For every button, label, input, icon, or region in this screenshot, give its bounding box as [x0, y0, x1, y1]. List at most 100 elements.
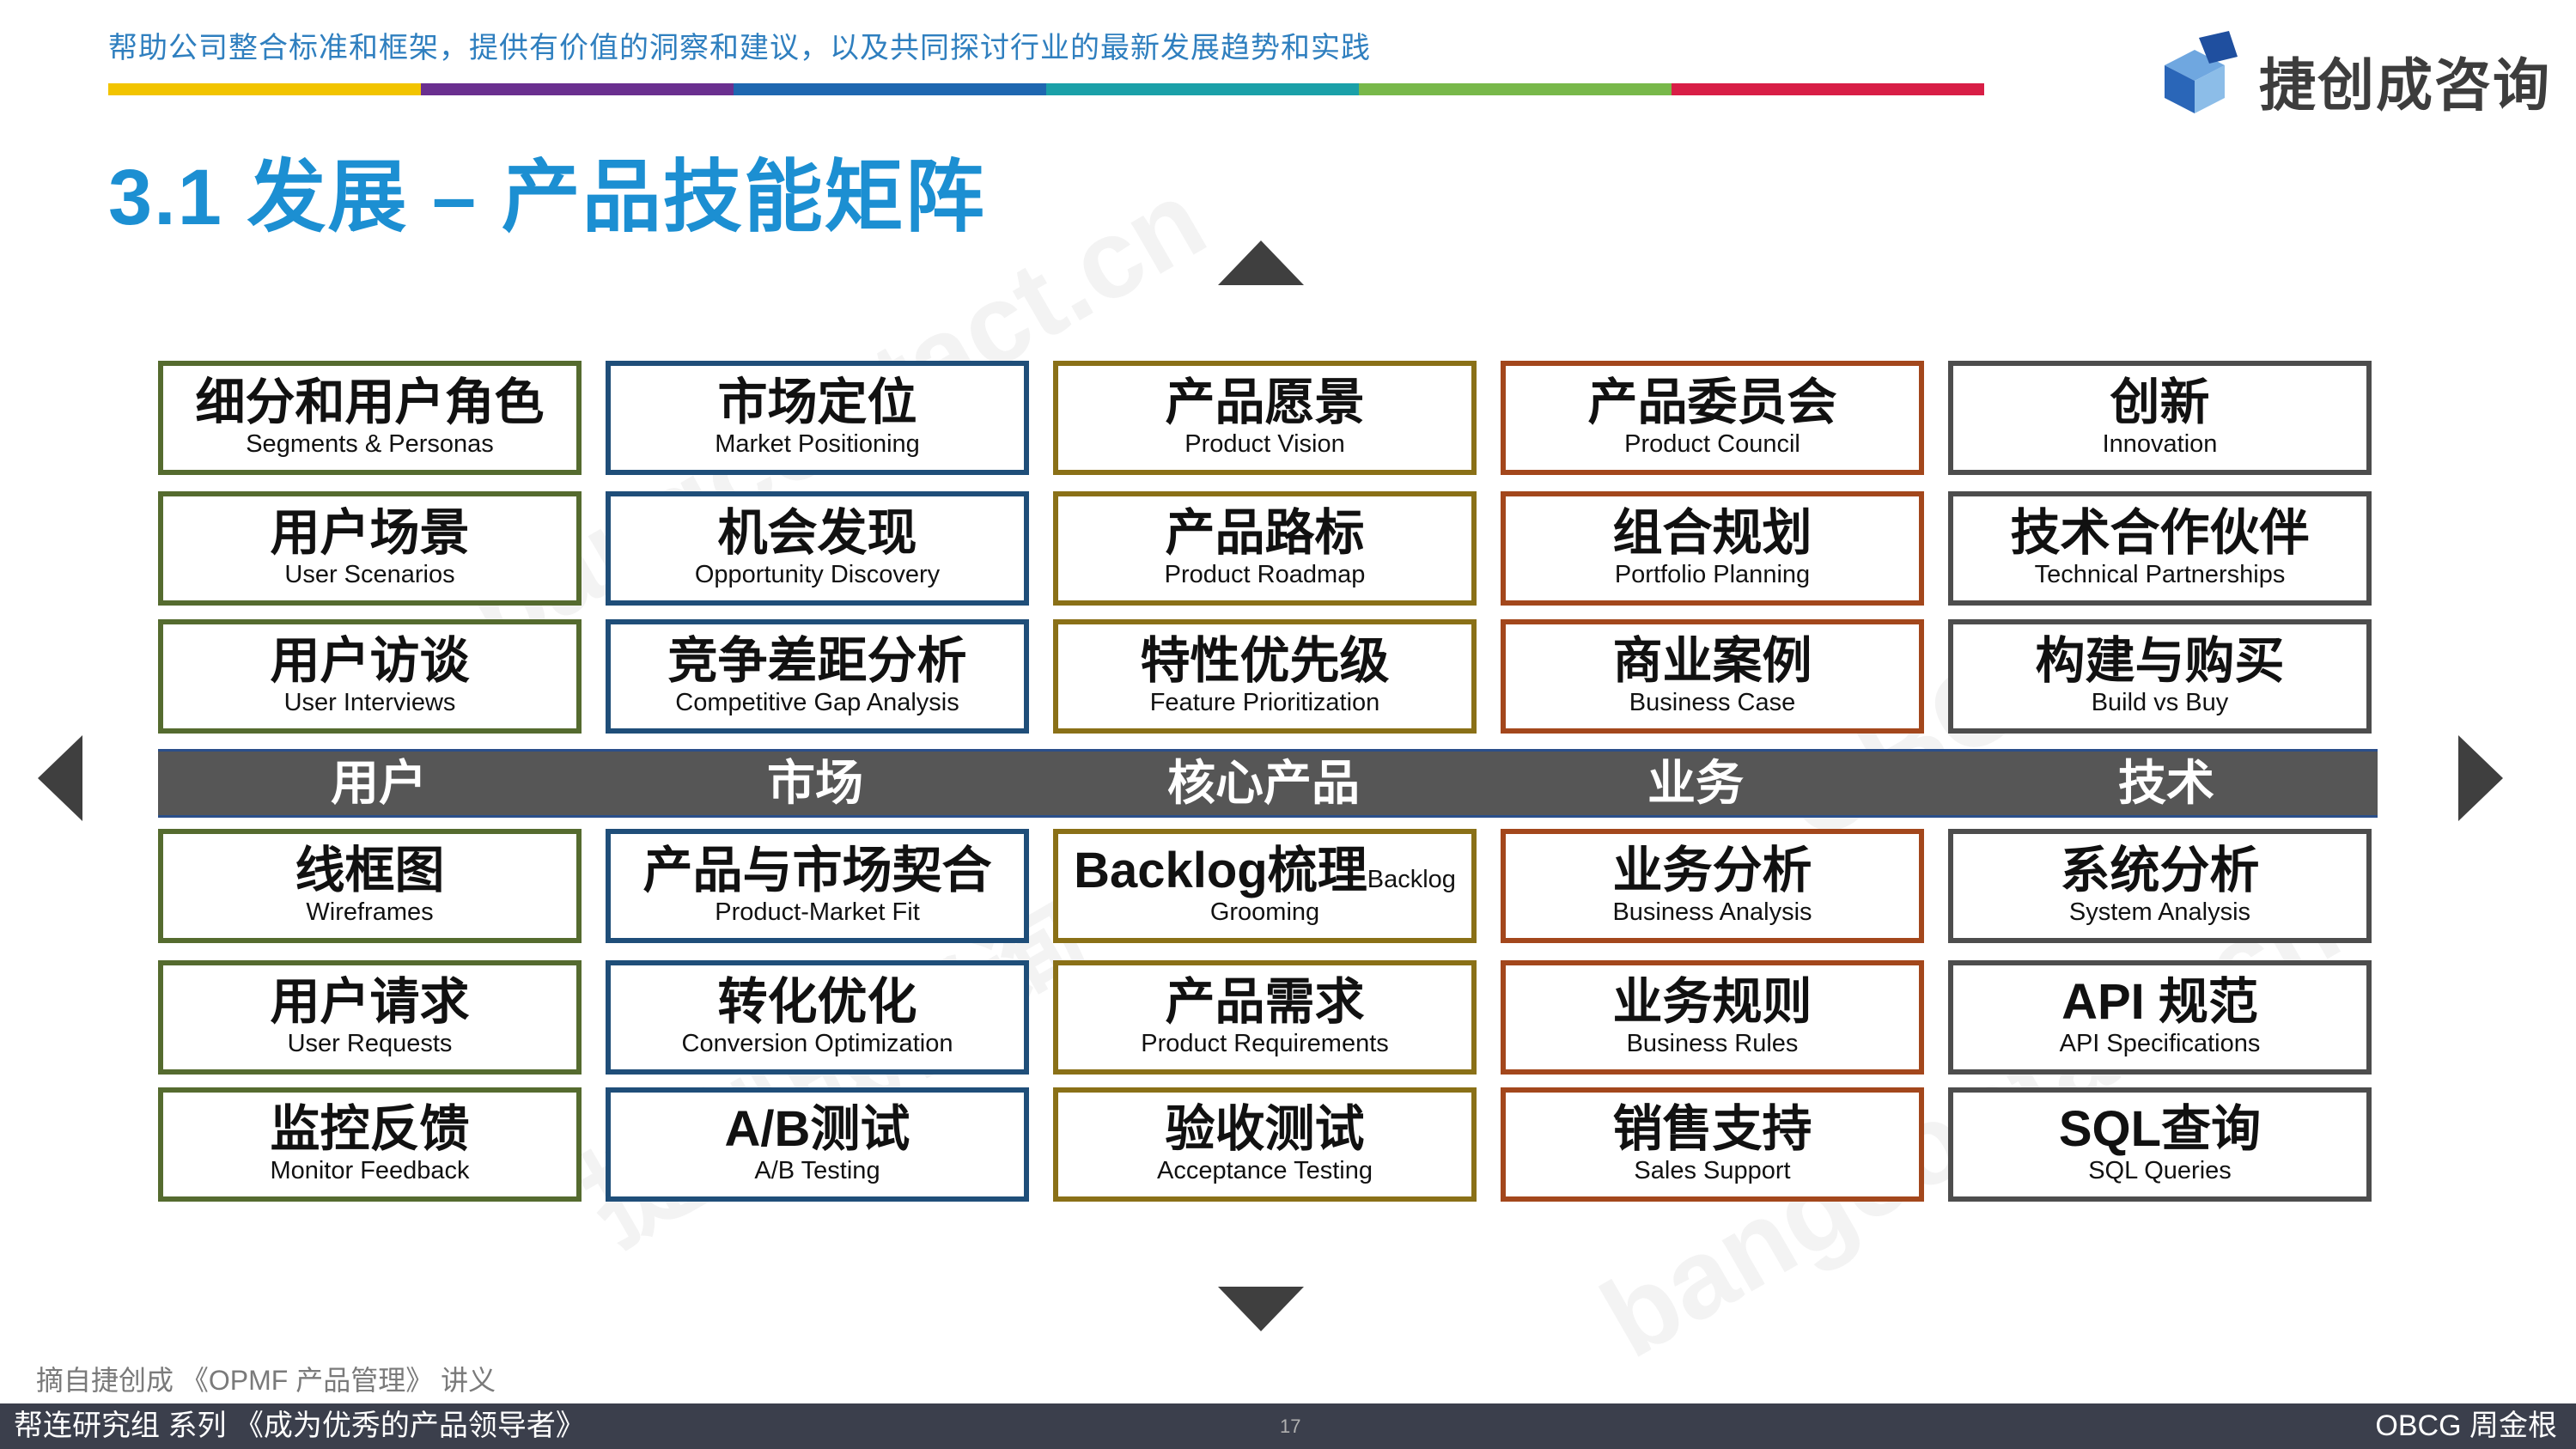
skill-name-cn: 技术合作伙伴 [2010, 504, 2310, 561]
skill-name-cn: SQL查询 [2059, 1102, 2261, 1157]
page-number: 17 [1280, 1416, 1301, 1437]
skill-name-cn: Backlog梳理Backlog [1074, 843, 1456, 898]
skill-name-cn-text: 产品需求 [1165, 973, 1365, 1030]
skill-name-en: Acceptance Testing [1157, 1157, 1373, 1185]
color-bar-segment [1359, 83, 1672, 95]
skill-name-cn-text: 产品委员会 [1587, 374, 1837, 430]
source-note: 摘自捷创成 《OPMF 产品管理》 讲义 [36, 1365, 496, 1396]
skill-name-cn: 产品愿景 [1165, 374, 1365, 430]
skill-name-en: Wireframes [306, 898, 434, 927]
axis-label-technology: 技术 [2118, 756, 2214, 810]
skill-name-en: Feature Prioritization [1149, 689, 1380, 717]
skill-name-en: Portfolio Planning [1614, 561, 1811, 589]
skill-name-cn-text: 产品路标 [1165, 504, 1365, 561]
color-bar-segment [421, 83, 734, 95]
color-bar-segment [1672, 83, 1984, 95]
skill-name-en: A/B Testing [754, 1157, 880, 1185]
skill-name-en: Product Roadmap [1164, 561, 1366, 589]
down-arrow-icon [1218, 1287, 1304, 1331]
skill-name-en: Sales Support [1634, 1157, 1791, 1185]
skill-name-cn-text: 用户访谈 [270, 632, 470, 689]
skill-name-cn-text: 构建与购买 [2035, 632, 2285, 689]
skill-name-cn: 线框图 [295, 842, 445, 898]
skill-name-cn-text: 产品愿景 [1165, 374, 1365, 430]
color-bar-segment [734, 83, 1046, 95]
skill-name-en: Monitor Feedback [270, 1157, 470, 1185]
skill-name-en: SQL Queries [2088, 1157, 2232, 1185]
footer-series: 帮连研究组 系列 《成为优秀的产品领导者》 [14, 1409, 585, 1442]
skill-name-cn-text: A/B测试 [724, 1100, 910, 1157]
axis-label-core-product: 核心产品 [1167, 756, 1360, 810]
skill-name-cn-text: 销售支持 [1612, 1100, 1812, 1157]
skill-name-cn-text: 业务规则 [1612, 973, 1812, 1030]
skill-name-cn-text: 用户请求 [270, 973, 470, 1030]
page-title: 3.1 发展 – 产品技能矩阵 [108, 154, 986, 241]
skill-name-en: Business Rules [1626, 1030, 1799, 1058]
skill-name-cn: 用户场景 [270, 504, 470, 561]
footer-bar: 帮连研究组 系列 《成为优秀的产品领导者》 17 OBCG 周金根 [0, 1403, 2576, 1449]
skill-name-cn: 组合规划 [1612, 506, 1812, 561]
header-color-bar [108, 83, 1984, 95]
right-arrow-icon [2458, 735, 2503, 821]
skill-name-en: Product Council [1624, 430, 1800, 459]
skill-name-en: Grooming [1209, 898, 1320, 927]
skill-name-en: Innovation [2102, 430, 2218, 459]
skill-name-en: API Specifications [2059, 1030, 2261, 1058]
skill-name-en: Competitive Gap Analysis [675, 689, 959, 717]
brand-logo: 捷创成咨询 [2147, 31, 2549, 117]
logo-text: 捷创成咨询 [2259, 53, 2551, 117]
skill-name-cn: 用户请求 [270, 973, 470, 1030]
skill-name-cn: 销售支持 [1612, 1100, 1812, 1157]
skill-name-cn-text: 商业案例 [1612, 632, 1812, 689]
skill-name-cn: 产品委员会 [1587, 374, 1837, 430]
skill-name-cn-text: 市场定位 [717, 374, 917, 430]
skill-name-en: Product Requirements [1141, 1030, 1389, 1058]
axis-bar: 用户 市场 核心产品 业务 技术 [158, 749, 2378, 818]
skill-name-cn: 系统分析 [2060, 842, 2260, 898]
skill-name-cn: 监控反馈 [270, 1100, 470, 1157]
skill-name-en: Product-Market Fit [715, 898, 920, 927]
skill-name-en: Business Case [1629, 689, 1796, 717]
skill-name-cn-text: 技术合作伙伴 [2010, 504, 2310, 561]
skill-name-cn: 创新 [2110, 375, 2209, 430]
skill-name-cn-text: 细分和用户角色 [195, 374, 545, 430]
skill-name-cn-text: 监控反馈 [270, 1100, 470, 1157]
skill-name-cn-text: 线框图 [295, 842, 445, 898]
skill-name-cn: 转化优化 [717, 975, 917, 1030]
skill-name-cn-text: 系统分析 [2060, 842, 2260, 898]
skill-name-cn: 市场定位 [717, 374, 917, 430]
axis-label-user: 用户 [331, 756, 427, 810]
axis-label-business: 业务 [1647, 756, 1744, 810]
skill-name-cn-text: 用户场景 [270, 504, 470, 561]
skill-name-cn: A/B测试 [724, 1100, 910, 1157]
header-tagline: 帮助公司整合标准和框架，提供有价值的洞察和建议，以及共同探讨行业的最新发展趋势和… [108, 32, 1371, 64]
skill-name-cn: 业务规则 [1612, 973, 1812, 1030]
footer-author: OBCG 周金根 [2375, 1409, 2557, 1442]
skill-name-en: Opportunity Discovery [694, 561, 941, 589]
skill-name-cn: 用户访谈 [270, 632, 470, 689]
